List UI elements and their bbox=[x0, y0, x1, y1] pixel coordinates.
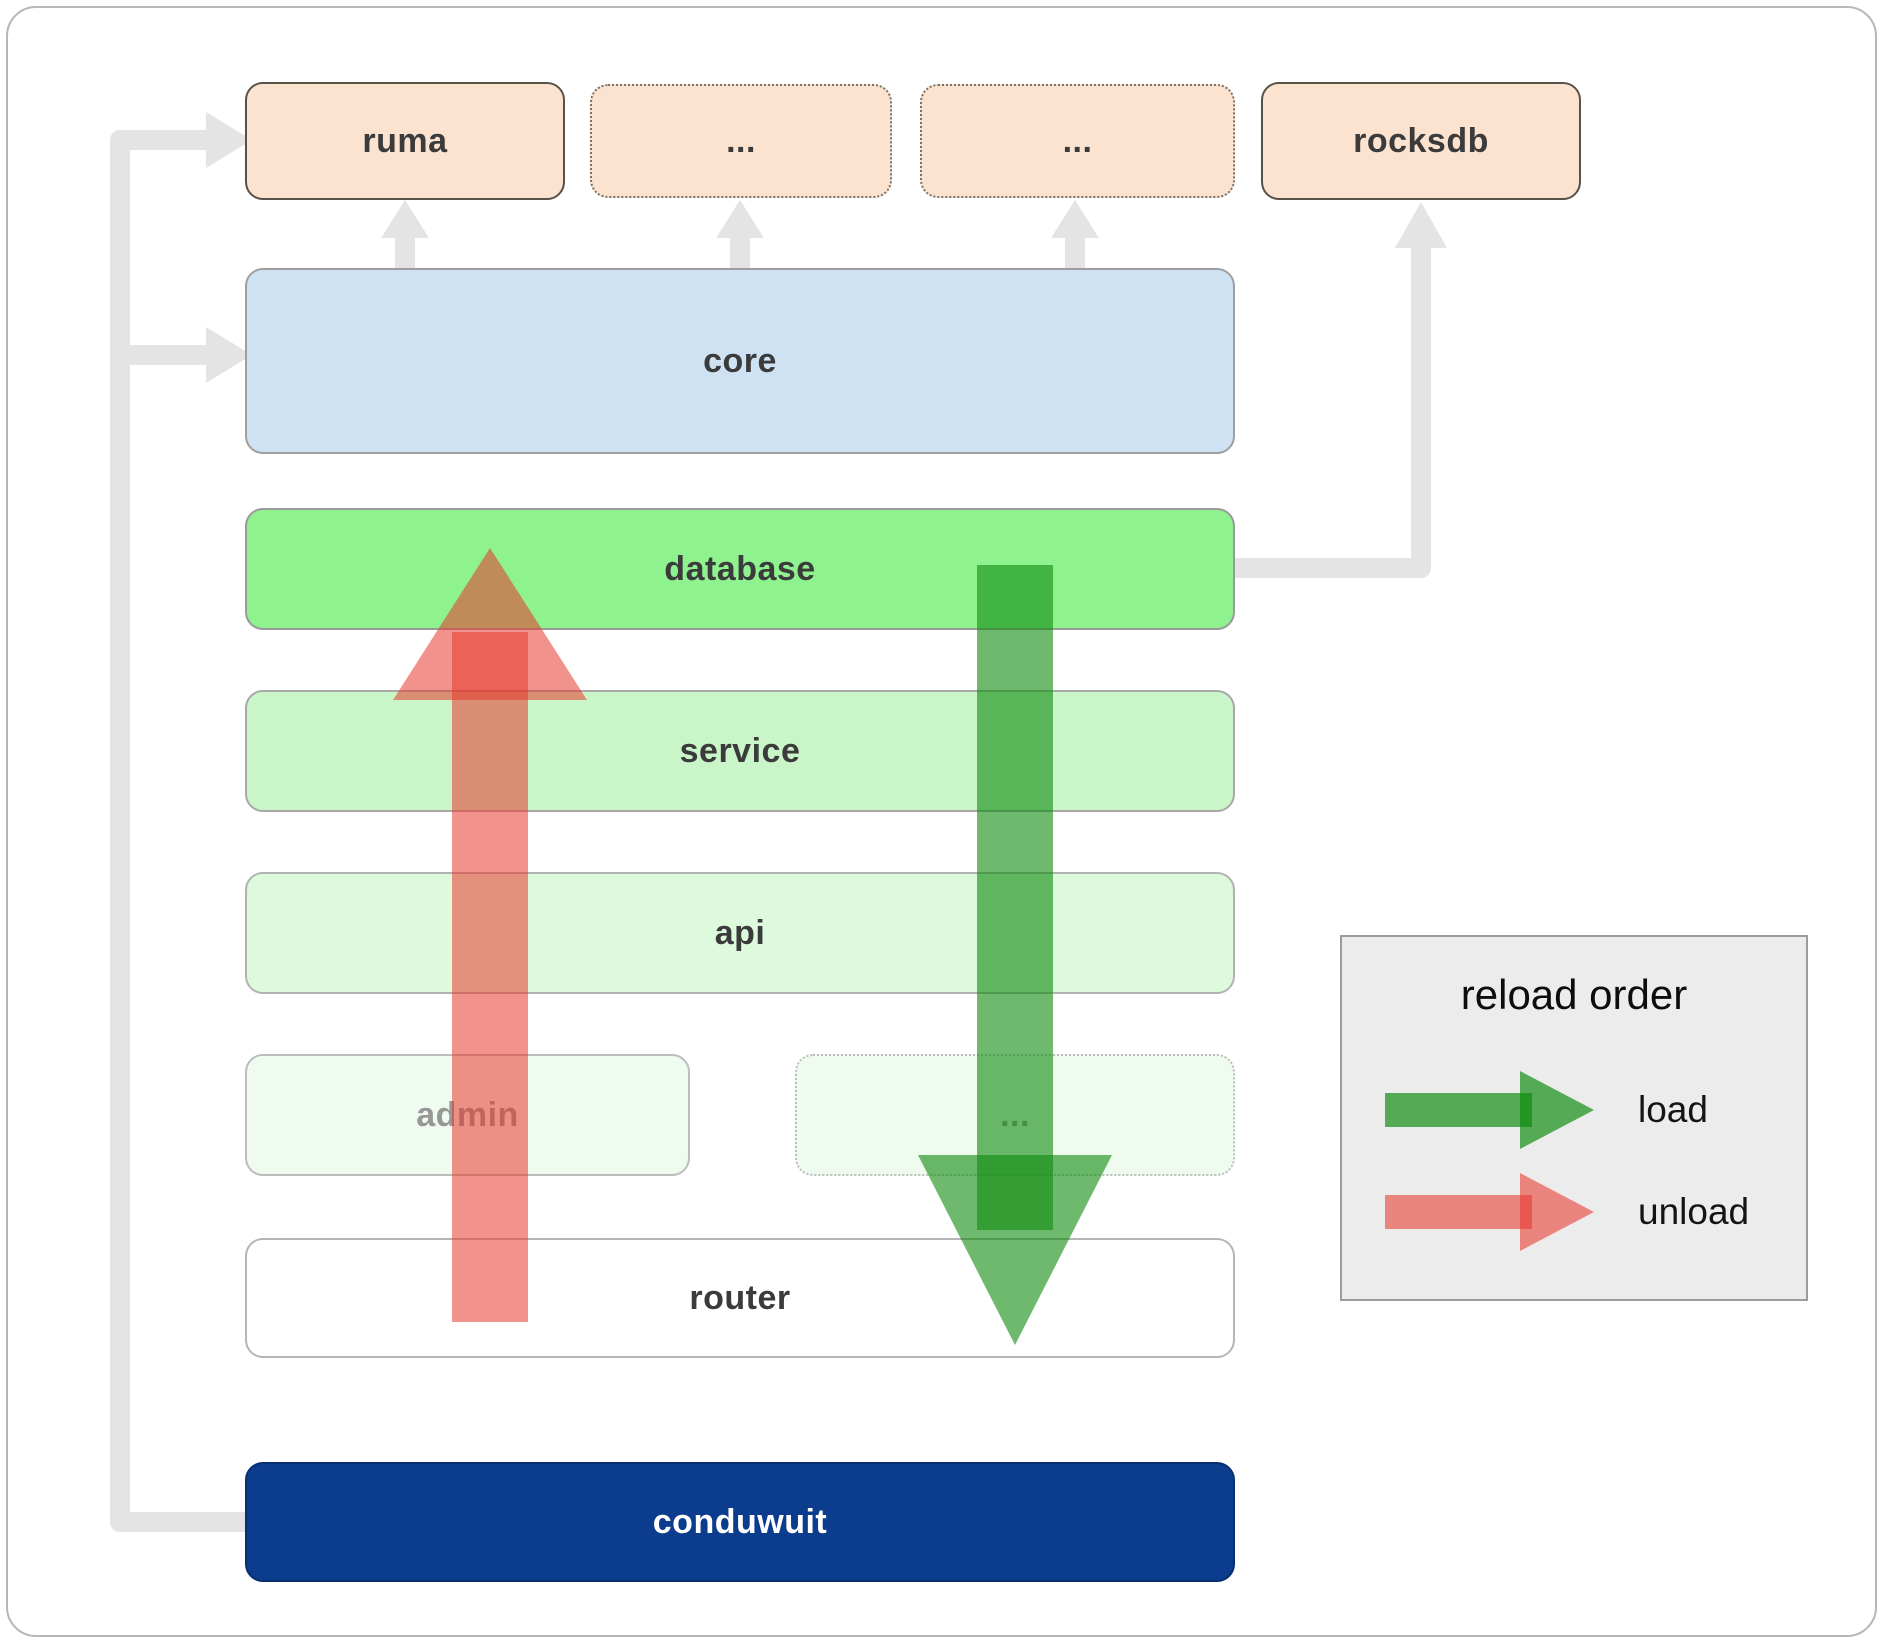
legend: reload order load unload bbox=[1340, 935, 1808, 1301]
box-api: api bbox=[245, 872, 1235, 994]
legend-load-arrow-icon bbox=[1385, 1071, 1594, 1149]
outer-frame bbox=[6, 6, 1877, 1637]
legend-row-load: load bbox=[1380, 1065, 1708, 1155]
box-router: router bbox=[245, 1238, 1235, 1358]
legend-unload-arrow-icon bbox=[1385, 1173, 1594, 1251]
box-database: database bbox=[245, 508, 1235, 630]
box-core: core bbox=[245, 268, 1235, 454]
box-admin: admin bbox=[245, 1054, 690, 1176]
box-ruma: ruma bbox=[245, 82, 565, 200]
box-external-crate-2: ... bbox=[920, 84, 1235, 198]
box-external-crate-1: ... bbox=[590, 84, 892, 198]
box-conduwuit: conduwuit bbox=[245, 1462, 1235, 1582]
legend-row-unload: unload bbox=[1380, 1167, 1749, 1257]
box-rocksdb: rocksdb bbox=[1261, 82, 1581, 200]
legend-unload-label: unload bbox=[1638, 1191, 1750, 1232]
legend-title: reload order bbox=[1460, 971, 1688, 1018]
box-service: service bbox=[245, 690, 1235, 812]
box-other-module: ... bbox=[795, 1054, 1235, 1176]
legend-load-label: load bbox=[1638, 1089, 1708, 1130]
